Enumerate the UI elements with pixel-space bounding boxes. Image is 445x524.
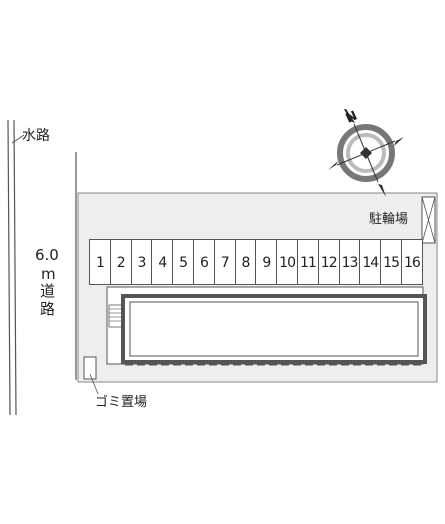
road-width-label: 6.0 <box>35 246 59 264</box>
parking-space: 14 <box>359 239 382 285</box>
parking-space: 6 <box>193 239 215 285</box>
waterway-label: 水路 <box>22 128 50 144</box>
bicycle-box-cross-2 <box>421 196 436 244</box>
parking-space: 9 <box>255 239 278 285</box>
compass-north-label: N <box>344 109 360 127</box>
parking-space: 3 <box>130 239 153 285</box>
parking-space: 12 <box>317 239 340 285</box>
parking-space: 11 <box>297 239 319 285</box>
parking-space: 5 <box>172 239 194 285</box>
bicycle-parking-label: 駐輪場 <box>369 212 409 227</box>
parking-space: 13 <box>338 239 361 285</box>
parking-space: 15 <box>380 239 402 285</box>
parking-space: 2 <box>109 239 132 285</box>
parking-space: 1 <box>89 239 111 285</box>
parking-space: 16 <box>401 239 423 285</box>
waterway-line-right <box>13 119 17 416</box>
parking-space: 7 <box>213 239 236 285</box>
road-label: 道路 <box>40 282 56 318</box>
parking-space: 8 <box>234 239 257 285</box>
building-inner <box>129 301 419 357</box>
garbage-area-label: ゴミ置場 <box>95 395 148 410</box>
parking-space: 10 <box>276 239 298 285</box>
garbage-leader <box>89 373 99 395</box>
waterway-line-left <box>7 119 11 416</box>
parking-space: 4 <box>151 239 174 285</box>
waterway-leader <box>11 134 25 144</box>
compass-icon <box>328 109 404 197</box>
staircase-icon <box>108 304 123 328</box>
garbage-area-box <box>83 356 97 380</box>
road-unit-label: m <box>41 265 56 283</box>
